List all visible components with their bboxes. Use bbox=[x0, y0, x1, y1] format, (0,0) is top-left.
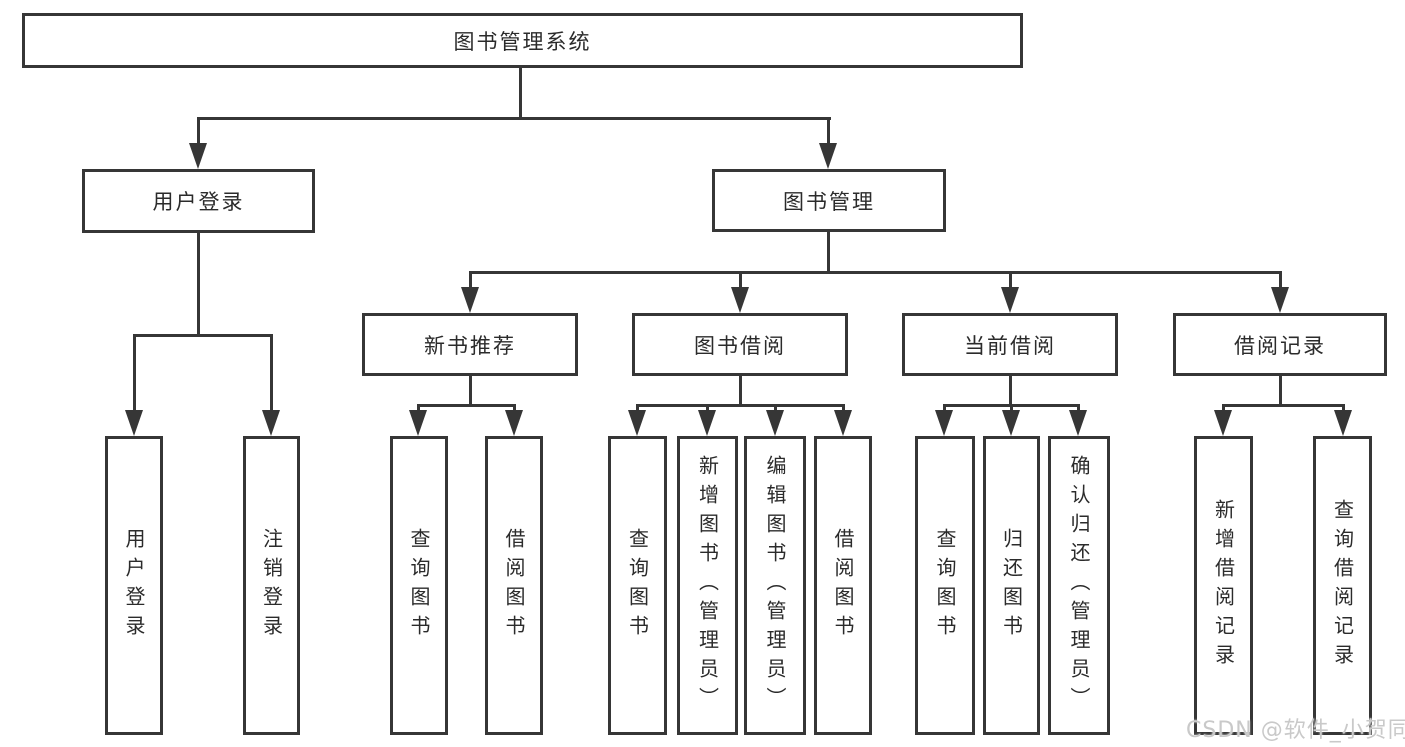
connector-line bbox=[469, 271, 1282, 274]
connector-line bbox=[739, 271, 742, 289]
arrow-down-icon bbox=[628, 410, 646, 436]
arrow-down-icon bbox=[731, 287, 749, 313]
arrow-down-icon bbox=[1334, 410, 1352, 436]
leaf-bb-edit-books-admin-label: 编辑图书（管理员） bbox=[763, 455, 787, 716]
connector-line bbox=[197, 117, 200, 144]
arrow-down-icon bbox=[1069, 410, 1087, 436]
csdn-watermark: CSDN @软件_小贺同学 bbox=[1186, 718, 1405, 743]
connector-line bbox=[739, 376, 742, 406]
node-current-borrowing: 当前借阅 bbox=[902, 313, 1118, 376]
leaf-nbr-borrow-books: 借阅图书 bbox=[485, 436, 543, 735]
node-book-management-label: 图书管理 bbox=[783, 189, 875, 214]
connector-line bbox=[706, 404, 709, 412]
leaf-cb-query-books: 查询图书 bbox=[915, 436, 975, 735]
arrow-down-icon bbox=[505, 410, 523, 436]
leaf-nbr-query-books-label: 查询图书 bbox=[407, 527, 431, 644]
connector-line bbox=[197, 233, 200, 335]
node-borrowing-records: 借阅记录 bbox=[1173, 313, 1387, 376]
leaf-logout-label: 注销登录 bbox=[259, 527, 284, 644]
leaf-cb-query-books-label: 查询图书 bbox=[933, 527, 957, 644]
node-borrowing-records-label: 借阅记录 bbox=[1234, 333, 1326, 358]
leaf-cb-confirm-return-admin: 确认归还（管理员） bbox=[1048, 436, 1110, 735]
connector-line bbox=[827, 117, 830, 144]
connector-line bbox=[1342, 404, 1345, 412]
node-book-borrowing-label: 图书借阅 bbox=[694, 333, 786, 358]
arrow-down-icon bbox=[1002, 410, 1020, 436]
node-book-management: 图书管理 bbox=[712, 169, 946, 232]
arrow-down-icon bbox=[1271, 287, 1289, 313]
leaf-bb-query-books-label: 查询图书 bbox=[625, 527, 650, 644]
leaf-bb-query-books: 查询图书 bbox=[608, 436, 667, 735]
connector-line bbox=[1279, 271, 1282, 289]
leaf-cb-return-books-label: 归还图书 bbox=[999, 527, 1024, 644]
leaf-bb-add-books-admin: 新增图书（管理员） bbox=[677, 436, 738, 735]
connector-line bbox=[827, 232, 830, 273]
connector-line bbox=[133, 334, 136, 411]
node-new-book-recommendation-label: 新书推荐 bbox=[424, 333, 516, 358]
arrow-down-icon bbox=[409, 410, 427, 436]
arrow-down-icon bbox=[834, 410, 852, 436]
leaf-bb-borrow-books: 借阅图书 bbox=[814, 436, 872, 735]
leaf-br-query-record: 查询借阅记录 bbox=[1313, 436, 1372, 735]
arrow-down-icon bbox=[125, 410, 143, 436]
leaf-bb-add-books-admin-label: 新增图书（管理员） bbox=[695, 455, 720, 716]
leaf-br-add-record: 新增借阅记录 bbox=[1194, 436, 1253, 735]
connector-line bbox=[842, 404, 845, 412]
connector-line bbox=[636, 404, 844, 407]
leaf-cb-return-books: 归还图书 bbox=[983, 436, 1040, 735]
connector-line bbox=[636, 404, 639, 412]
leaf-cb-confirm-return-admin-label: 确认归还（管理员） bbox=[1067, 455, 1091, 716]
node-root: 图书管理系统 bbox=[22, 13, 1023, 68]
connector-line bbox=[519, 67, 522, 119]
connector-line bbox=[417, 404, 515, 407]
connector-line bbox=[1009, 376, 1012, 406]
arrow-down-icon bbox=[935, 410, 953, 436]
arrow-down-icon bbox=[766, 410, 784, 436]
connector-line bbox=[469, 271, 472, 289]
connector-line bbox=[270, 334, 273, 411]
connector-line bbox=[198, 117, 831, 120]
leaf-nbr-borrow-books-label: 借阅图书 bbox=[502, 527, 526, 644]
arrow-down-icon bbox=[698, 410, 716, 436]
node-current-borrowing-label: 当前借阅 bbox=[964, 333, 1056, 358]
arrow-down-icon bbox=[1001, 287, 1019, 313]
node-book-borrowing: 图书借阅 bbox=[632, 313, 848, 376]
arrow-down-icon bbox=[262, 410, 280, 436]
leaf-bb-borrow-books-label: 借阅图书 bbox=[831, 527, 855, 644]
leaf-br-add-record-label: 新增借阅记录 bbox=[1211, 498, 1236, 673]
connector-line bbox=[469, 376, 472, 406]
node-user-login-label: 用户登录 bbox=[152, 190, 245, 214]
connector-line bbox=[513, 404, 516, 412]
connector-line bbox=[1009, 271, 1012, 289]
leaf-nbr-query-books: 查询图书 bbox=[390, 436, 448, 735]
connector-line bbox=[1222, 404, 1344, 407]
leaf-br-query-record-label: 查询借阅记录 bbox=[1330, 498, 1355, 673]
connector-line bbox=[1222, 404, 1225, 412]
node-root-label: 图书管理系统 bbox=[453, 29, 592, 54]
arrow-down-icon bbox=[1214, 410, 1232, 436]
connector-line bbox=[774, 404, 777, 412]
connector-line bbox=[943, 404, 946, 412]
connector-line bbox=[1077, 404, 1080, 412]
arrow-down-icon bbox=[189, 143, 207, 169]
arrow-down-icon bbox=[819, 143, 837, 169]
connector-line bbox=[1279, 376, 1282, 406]
leaf-logout: 注销登录 bbox=[243, 436, 300, 735]
connector-line bbox=[417, 404, 420, 412]
leaf-user-login-label: 用户登录 bbox=[122, 527, 146, 644]
leaf-user-login: 用户登录 bbox=[105, 436, 163, 735]
leaf-bb-edit-books-admin: 编辑图书（管理员） bbox=[744, 436, 806, 735]
arrow-down-icon bbox=[461, 287, 479, 313]
node-new-book-recommendation: 新书推荐 bbox=[362, 313, 578, 376]
connector-line bbox=[1010, 404, 1013, 412]
connector-line bbox=[133, 334, 273, 337]
node-user-login: 用户登录 bbox=[82, 169, 315, 233]
